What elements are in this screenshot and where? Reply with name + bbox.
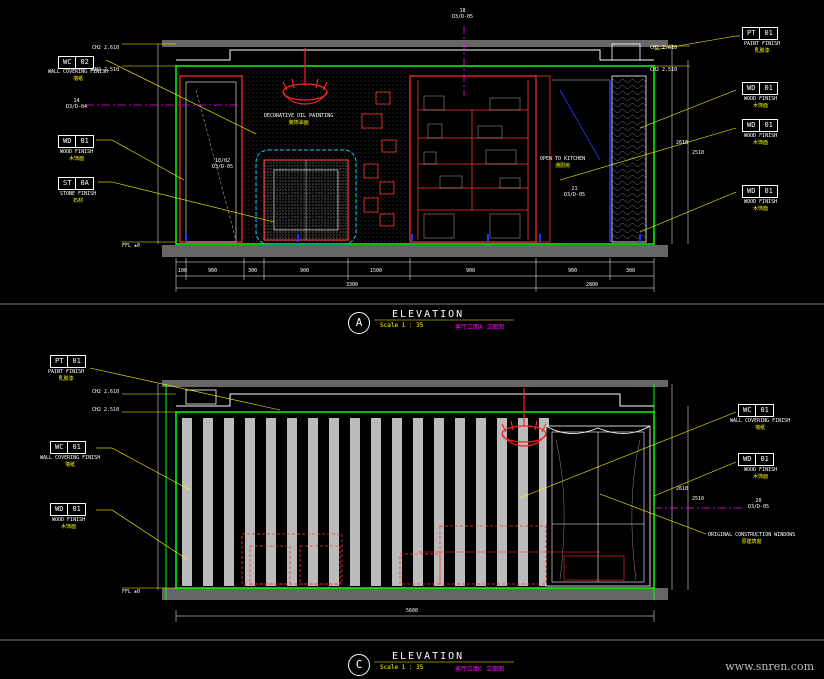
- level-a-r1: CH2 2.610: [650, 45, 678, 51]
- elevation-c-title: ELEVATION: [392, 651, 465, 662]
- elevation-a-scale: Scale 1 : 35: [380, 322, 424, 329]
- wallpaper-stripe: [245, 418, 255, 586]
- dim-c-right-1: 2610: [676, 486, 689, 492]
- wallpaper-stripe: [413, 418, 423, 586]
- dim-a-right-1: 2610: [676, 140, 689, 146]
- dim-a-b0: 100: [178, 268, 188, 274]
- wallpaper-stripe: [308, 418, 318, 586]
- wallpaper-stripe: [455, 418, 465, 586]
- chandelier-icon: [282, 48, 328, 105]
- dim-a-b4: 1500: [370, 268, 383, 274]
- elevation-a-scale-note: 客厅立面A 立面图: [455, 324, 505, 331]
- wallpaper-stripe: [392, 418, 402, 586]
- elevation-c-scale-note: 客厅立面C 立面图: [455, 666, 505, 673]
- dim-a-total-1: 3300: [346, 282, 359, 288]
- elevation-c-scale: Scale 1 : 35: [380, 664, 424, 671]
- dim-a-b5: 900: [466, 268, 476, 274]
- elevation-c-marker: C: [348, 654, 370, 676]
- dim-a-b2: 300: [248, 268, 258, 274]
- wallpaper-stripe: [539, 418, 549, 586]
- level-a-1: CH2 2.610: [92, 45, 120, 51]
- wallpaper-stripe: [287, 418, 297, 586]
- wallpaper-stripe: [518, 418, 528, 586]
- wallpaper-stripe: [224, 418, 234, 586]
- wallpaper-stripe: [434, 418, 444, 586]
- chandelier-icon: [501, 388, 547, 447]
- level-c-1: CH2 2.610: [92, 389, 120, 395]
- level-a-3: FFL ±0: [122, 243, 141, 249]
- level-c-3: FFL ±0: [122, 589, 141, 595]
- wallpaper-stripe: [497, 418, 507, 586]
- wallpaper-stripe: [182, 418, 192, 586]
- wallpaper-stripe: [350, 418, 360, 586]
- level-a-2: CH2 2.510: [92, 67, 120, 73]
- dim-a-b1: 900: [208, 268, 218, 274]
- elevation-a-title: ELEVATION: [392, 309, 465, 320]
- watermark: www.snren.com: [725, 660, 814, 673]
- level-c-2: CH2 2.510: [92, 407, 120, 413]
- wallpaper-stripe: [476, 418, 486, 586]
- dim-a-total-2: 2800: [586, 282, 599, 288]
- dim-a-b3: 900: [300, 268, 310, 274]
- wallpaper-stripe: [266, 418, 276, 586]
- wallpaper-stripe: [329, 418, 339, 586]
- elevation-a: [0, 26, 824, 321]
- dim-a-right-2: 2510: [692, 150, 705, 156]
- striped-wallpaper: [182, 418, 549, 586]
- level-a-r2: CH2 2.510: [650, 67, 678, 73]
- dim-a-b7: 300: [626, 268, 636, 274]
- dim-c-total: 5600: [406, 608, 419, 614]
- dim-a-b6: 900: [568, 268, 578, 274]
- elevation-c: [0, 367, 824, 663]
- wallpaper-stripe: [371, 418, 381, 586]
- dim-c-right-2: 2510: [692, 496, 705, 502]
- elevation-a-marker: A: [348, 312, 370, 334]
- wallpaper-stripe: [203, 418, 213, 586]
